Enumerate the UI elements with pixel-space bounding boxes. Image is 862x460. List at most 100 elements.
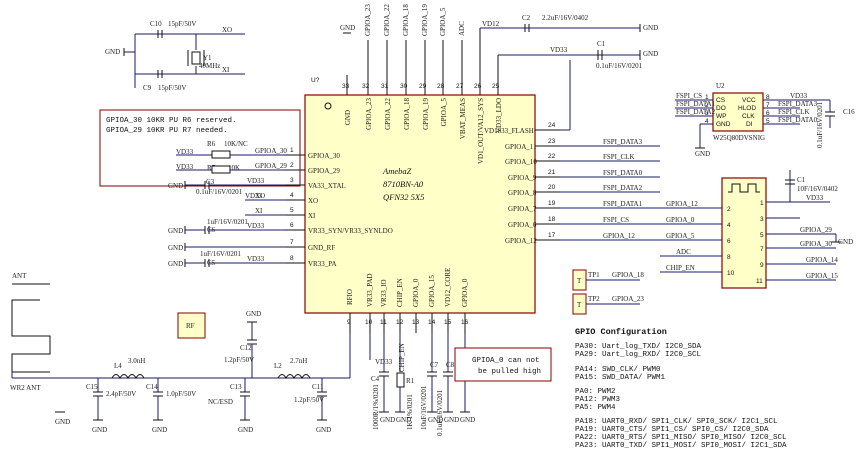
chip-part: 8710BN-A0 [383, 179, 424, 189]
crystal-freq: 40MHz [199, 62, 220, 70]
flash-part: W25Q80DVSNIG [713, 134, 765, 142]
header-body [721, 177, 767, 289]
header-net: GPIOA_5 [666, 232, 695, 240]
pin-name: VBAT_MEAS [459, 98, 467, 139]
header-net: CHIP_EN [666, 264, 695, 272]
c7-label: C7 [430, 361, 439, 369]
flash-net: FSPI_CS [676, 92, 702, 100]
pin-number: 27 [456, 83, 464, 90]
pin-name: GPIOA_23 [365, 98, 373, 130]
pin-number: 26 [474, 83, 482, 90]
pin-number: 6 [727, 238, 731, 245]
header-net: GPIOA_14 [806, 256, 838, 264]
pin-number: 25 [492, 83, 500, 90]
net-label: GND [340, 24, 355, 32]
flash-net: FSPI_CLK [778, 108, 810, 116]
c6-value: 1uF/16V/0201 [207, 218, 248, 226]
ant-connector: WR2 ANT [10, 384, 41, 392]
r1-label: R1 [406, 377, 415, 385]
gpio-config-line: PA12: PWM3 [575, 396, 621, 404]
pin-name: VD33_LDO [495, 98, 503, 133]
pin-name: GPIOA_15 [428, 275, 436, 307]
tp2-label: T [577, 301, 582, 309]
pin-name: VD1833_FLASH [484, 127, 534, 135]
c12-gnd: GND [246, 310, 261, 318]
pin-number: 33 [342, 83, 350, 90]
net-label: VD12 [482, 20, 500, 28]
pin-name: GPIOA_7 [508, 205, 537, 213]
c8-value: 0.1uF/16V/0201 [436, 389, 444, 436]
c6-label: C6 [207, 226, 216, 234]
c7-value: 10uF/16V/0201 [420, 385, 428, 430]
r6-net: GPIOA_30 [255, 147, 287, 155]
tp1-label: T [577, 277, 582, 285]
pin-number: 14 [428, 319, 436, 326]
header-net: GPIOA_15 [806, 272, 838, 280]
net-label: FSPI_DATA0 [603, 169, 643, 177]
header-cap-value: 10F/16V/0402 [797, 185, 838, 193]
pin-name: GPIOA_0 [412, 278, 420, 307]
flash-gnd: GND [695, 150, 710, 158]
pin-name: WP [716, 113, 726, 120]
pin-name: XO [308, 197, 318, 205]
pin-number: 1 [760, 200, 764, 207]
c1-value: 0.1uF/16V/0201 [596, 62, 643, 70]
pin-name: GND [716, 121, 731, 128]
l2-inductor [277, 374, 311, 380]
pin-name: DI [746, 121, 753, 128]
gpio-config-line: PA23: UART0_TXD/ SPI1_MOSI/ SPI0_MOSI/ I… [575, 442, 787, 450]
gndrf-gnd: GND [168, 244, 183, 252]
tp2-net: GPIOA_23 [612, 295, 644, 303]
c15-gnd: GND [92, 426, 107, 434]
c14-gnd: GND [152, 426, 167, 434]
pin-name: GND_RF [308, 244, 335, 252]
gpio-config-line: PA29: Uart_log_RXD/ I2C0_SCL [575, 351, 702, 359]
gpio-config-line: PA18: UART0_RXD/ SPI1_CLK/ SPI0_SCK/ I2C… [575, 418, 778, 426]
r7-net: GPIOA_29 [255, 162, 287, 170]
gpioa0-note-frame [454, 347, 552, 382]
r7-label: R7 [207, 164, 216, 172]
vd33-net: VD33 [247, 222, 265, 230]
pin-name: GND [344, 110, 352, 125]
pin-name: GPIOA_30 [308, 152, 340, 160]
pullup-frame [99, 109, 301, 187]
flash-net: FSPI_DATA1 [676, 100, 716, 108]
header-gnd: GND [838, 238, 853, 246]
r6-vd33: VD33 [176, 148, 194, 156]
header-net: GPIOA_29 [800, 226, 832, 234]
c3-gnd: GND [168, 182, 183, 190]
chip-designator: U? [311, 77, 320, 84]
vd33-net: VD33 [247, 255, 265, 263]
rf-section: ANT WR2 ANT RF L4 3.0nH L2 2.7nH C15 2.4… [10, 272, 351, 434]
c16-value: 0.1uF/16V/0201 [816, 101, 824, 148]
xo-net: XO [222, 26, 232, 34]
pin-number: 30 [400, 83, 408, 90]
c8-label: C8 [446, 361, 455, 369]
pin-name: GPIOA_18 [403, 98, 411, 130]
chip-right-nets: FSPI_DATA3 FSPI_CLK FSPI_DATA0 FSPI_DATA… [560, 60, 660, 241]
gpio-config-line: PA22: UART0_RTS/ SPI1_MISO/ SPI0_MISO/ I… [575, 434, 787, 442]
pin-name: GPIOA_10 [505, 158, 537, 166]
pin-name: VR33_PA [308, 260, 337, 268]
pin-number: 2 [290, 162, 294, 169]
c5-gnd: GND [168, 260, 183, 268]
c15-value: 2.4pF/50V [106, 390, 136, 398]
pin-number: 11 [756, 278, 763, 285]
crystal [191, 51, 201, 65]
crystal-ref: Y1 [203, 54, 212, 62]
l4-value: 3.0nH [128, 357, 145, 365]
pin-number: 21 [548, 169, 556, 176]
header-net: ADC [676, 248, 691, 256]
net-label: FSPI_CS [603, 216, 629, 224]
pullup-block: GPIOA_30 10KR PU R6 reserved. GPIOA_29 1… [99, 109, 301, 187]
pin-number: 9 [347, 319, 351, 326]
r6-label: R6 [207, 140, 216, 148]
gpio-config-line: PA19: UART0_CTS/ SPI1_CS/ SPI0_CS/ I2C0_… [575, 426, 769, 434]
pin-name: XI [308, 212, 316, 220]
gpio-config-line: PA5: PWM4 [575, 404, 616, 412]
chip-top-nets: GND GPIOA_23 GPIOA_22 GPIOA_18 GPIOA_19 … [340, 4, 568, 54]
main-chip: U? AmebaZ 8710BN-A0 QFN32 5X5 [304, 77, 536, 314]
pin-number: 7 [290, 239, 294, 246]
pin-name: GPIOA_9 [508, 174, 537, 182]
pin-name: VD1_OUT/VA12_SYS [477, 98, 485, 164]
